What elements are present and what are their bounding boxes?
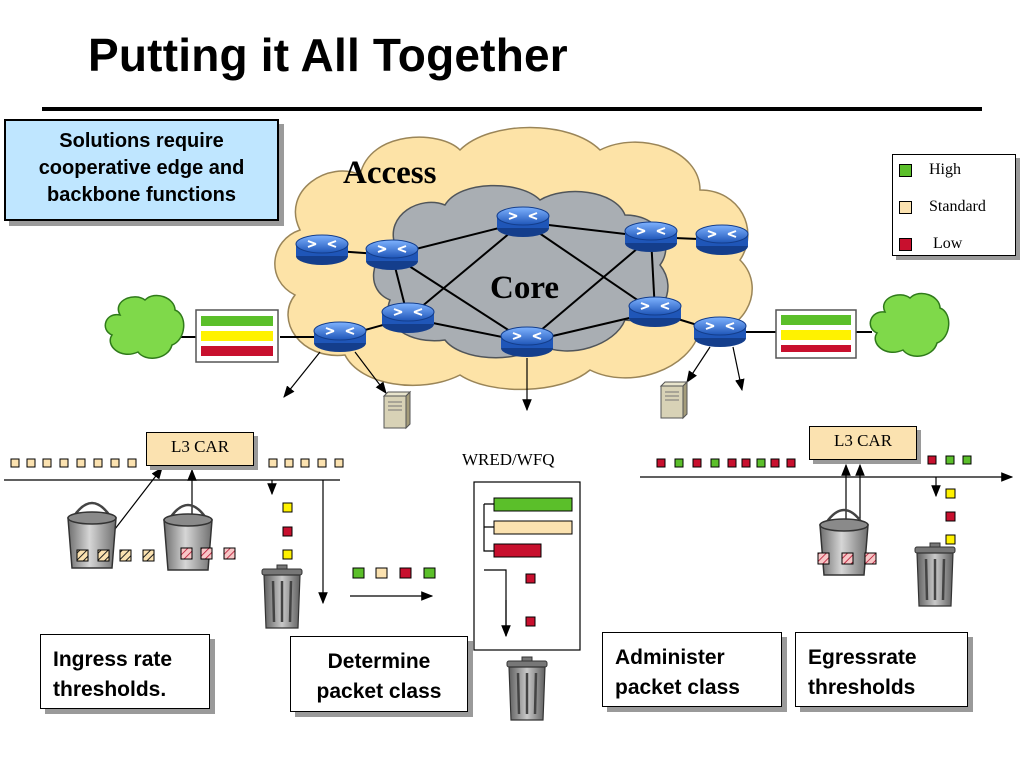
ingress-packets <box>10 458 344 468</box>
determine-line-1: Determine <box>327 650 431 673</box>
drop-trash-right-icon <box>913 541 957 608</box>
marked-packets-right <box>945 488 956 545</box>
legend-label-low: Low <box>933 235 963 252</box>
car-left-links <box>104 467 328 605</box>
edge-cloud-left-icon <box>104 294 185 359</box>
legend-swatch-standard <box>899 201 912 214</box>
class-panel-right <box>775 309 857 359</box>
egress-arrows <box>283 346 745 412</box>
drop-trash-wred-icon <box>505 655 549 722</box>
wred-wfq-label: WRED/WFQ <box>462 450 555 469</box>
marked-packets-left <box>282 502 293 560</box>
egress-packets <box>656 455 972 468</box>
legend-label-standard: Standard <box>929 198 986 215</box>
solutions-callout: Solutions require cooperative edge and b… <box>4 119 279 221</box>
drop-trash-left-icon <box>260 563 304 630</box>
ingress-line-1: Ingress rate <box>53 648 173 671</box>
legend-swatch-low <box>899 238 912 251</box>
slide-title: Putting it All Together <box>88 29 568 81</box>
egress-callout: Egressrate thresholds <box>795 632 968 707</box>
egress-line-1: Egressrate <box>808 646 917 669</box>
administer-line-2: packet class <box>615 676 740 699</box>
administer-callout: Administer packet class <box>602 632 782 707</box>
egress-line-2: thresholds <box>808 676 916 699</box>
ingress-buckets <box>66 501 236 572</box>
ingress-callout: Ingress rate thresholds. <box>40 634 210 709</box>
solutions-line-3: backbone functions <box>47 184 236 206</box>
class-panel-left <box>195 309 279 363</box>
core-label: Core <box>490 270 560 306</box>
access-label: Access <box>343 155 437 191</box>
legend-label-high: High <box>929 161 961 178</box>
legend: High Standard Low <box>892 154 1016 256</box>
l3-car-left: L3 CAR <box>146 432 254 466</box>
determine-line-2: packet class <box>316 680 442 703</box>
classified-packets <box>350 567 436 601</box>
l3-car-right: L3 CAR <box>809 426 917 460</box>
administer-line-1: Administer <box>615 646 725 669</box>
car-right-links <box>841 463 941 525</box>
solutions-line-1: Solutions require <box>59 130 224 152</box>
egress-bucket <box>817 508 877 577</box>
ingress-line-2: thresholds. <box>53 678 167 701</box>
edge-cloud-right-icon <box>869 292 950 357</box>
solutions-line-2: cooperative edge and <box>38 157 245 179</box>
determine-callout: Determine packet class <box>290 636 468 712</box>
wred-queue-panel <box>473 481 581 651</box>
title-underline <box>42 107 982 111</box>
legend-swatch-high <box>899 164 912 177</box>
